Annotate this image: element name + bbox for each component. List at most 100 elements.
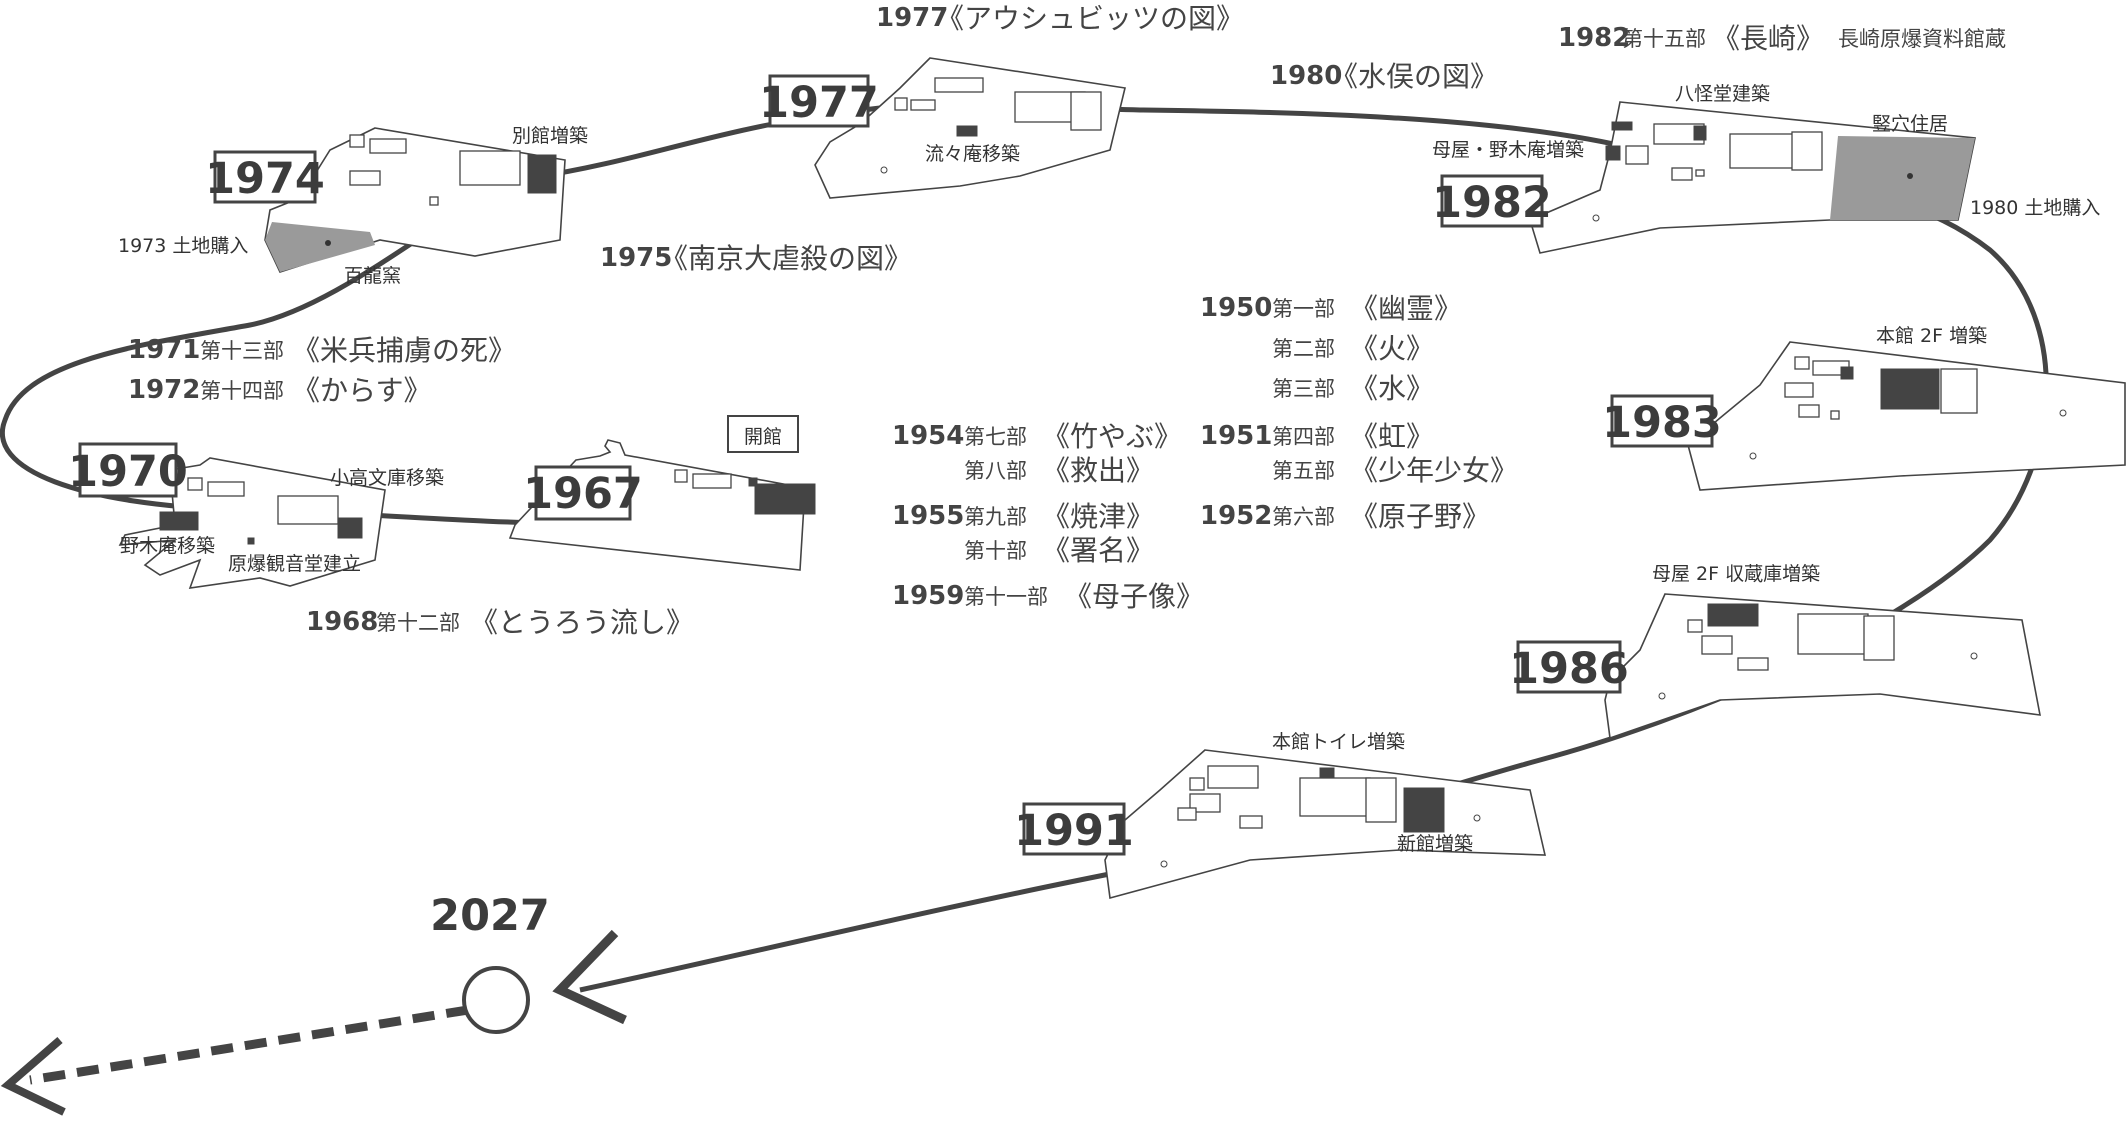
svg-text:1954: 1954 [892, 421, 964, 451]
year-label-1970: 1970 [68, 447, 188, 497]
svg-text:《火》: 《火》 [1350, 332, 1434, 365]
year-label-1983: 1983 [1602, 398, 1722, 448]
land-1973 [265, 222, 375, 272]
svg-text:《水俣の図》: 《水俣の図》 [1330, 60, 1498, 93]
note-1991-shinkan: 新館増築 [1397, 833, 1473, 855]
note-1970-kotaka: 小高文庫移築 [330, 467, 444, 489]
svg-text:1959: 1959 [892, 581, 964, 611]
work-1950: 1950 第一部 《幽霊》 第二部 《火》 第三部 《水》 [1200, 292, 1462, 405]
svg-text:第八部: 第八部 [964, 459, 1027, 483]
plot-1974 [264, 127, 566, 273]
svg-text:1982: 1982 [1558, 23, 1630, 53]
svg-text:《焼津》: 《焼津》 [1042, 500, 1154, 533]
svg-text:《竹やぶ》: 《竹やぶ》 [1042, 420, 1182, 453]
svg-text:《母子像》: 《母子像》 [1064, 580, 1204, 613]
future-year: 2027 [430, 891, 550, 941]
svg-text:第十部: 第十部 [964, 539, 1027, 563]
plot-1991 [1104, 749, 1547, 900]
svg-text:第十二部: 第十二部 [376, 611, 460, 635]
svg-text:1971: 1971 [128, 335, 200, 365]
note-1974-kiln: 百龍窯 [344, 265, 401, 287]
svg-text:《米兵捕虜の死》: 《米兵捕虜の死》 [292, 334, 516, 367]
plot-1983 [1687, 341, 2126, 491]
year-box-1974 [213, 150, 317, 204]
work-1952: 1952 第六部 《原子野》 [1200, 500, 1490, 533]
svg-text:《長崎》: 《長崎》 [1712, 22, 1824, 55]
svg-text:《虹》: 《虹》 [1350, 420, 1434, 453]
svg-text:《水》: 《水》 [1350, 372, 1434, 405]
plot-1982 [1529, 101, 1976, 254]
svg-text:《救出》: 《救出》 [1042, 454, 1154, 487]
work-1971: 1971 第十三部 《米兵捕虜の死》 [128, 334, 516, 367]
work-1951: 1951 第四部 《虹》 第五部 《少年少女》 [1200, 420, 1518, 487]
work-1975: 1975 《南京大虐殺の図》 [600, 242, 912, 275]
note-1982-omoya: 母屋・野木庵増築 [1432, 139, 1584, 161]
arrow-head-left-icon [0, 1036, 66, 1116]
svg-text:第十五部: 第十五部 [1622, 27, 1706, 51]
note-1974-land: 1973 土地購入 [118, 235, 248, 257]
work-1968: 1968 第十二部 《とうろう流し》 [306, 606, 694, 639]
year-box-1967 [534, 465, 632, 521]
note-1983-2f: 本館 2F 増築 [1876, 325, 1987, 347]
plot-1986 [1604, 593, 2041, 740]
svg-text:第十一部: 第十一部 [964, 585, 1048, 609]
svg-text:第十四部: 第十四部 [200, 379, 284, 403]
svg-text:《とうろう流し》: 《とうろう流し》 [470, 606, 694, 639]
plot-1970 [118, 457, 386, 589]
svg-text:1955: 1955 [892, 501, 964, 531]
note-1982-hakkaido: 八怪堂建築 [1675, 83, 1770, 105]
year-label-1991: 1991 [1014, 806, 1134, 856]
svg-text:1980: 1980 [1270, 61, 1342, 91]
timeline-path [0, 102, 2049, 993]
svg-text:第二部: 第二部 [1272, 337, 1335, 361]
note-1982-pitdwelling: 竪穴住居 [1872, 113, 1948, 135]
svg-text:第一部: 第一部 [1272, 297, 1335, 321]
future-dashed-arrow [29, 1005, 469, 1085]
work-1972: 1972 第十四部 《からす》 [128, 374, 431, 407]
svg-text:《からす》: 《からす》 [292, 374, 431, 407]
note-1986-storage: 母屋 2F 収蔵庫増築 [1652, 563, 1820, 585]
svg-text:第七部: 第七部 [964, 425, 1027, 449]
year-box-1977 [768, 74, 870, 128]
note-1977-ryuryuan: 流々庵移築 [925, 143, 1020, 165]
svg-text:第三部: 第三部 [1272, 377, 1335, 401]
svg-text:1952: 1952 [1200, 501, 1272, 531]
work-1980: 1980 《水俣の図》 [1270, 60, 1498, 93]
year-box-1982 [1440, 174, 1544, 228]
year-box-1986 [1516, 640, 1622, 694]
note-1970-kannon: 原爆観音堂建立 [228, 553, 361, 575]
note-1974-bekkan: 別館増築 [512, 125, 588, 147]
year-box-1970 [78, 442, 178, 498]
work-1955: 1955 第九部 《焼津》 第十部 《署名》 [892, 500, 1154, 567]
note-1970-nogian: 野木庵移築 [120, 535, 215, 557]
work-1977: 1977 《アウシュビッツの図》 [876, 2, 1244, 35]
svg-text:1951: 1951 [1200, 421, 1272, 451]
note-1982-land: 1980 土地購入 [1970, 197, 2100, 219]
svg-text:第九部: 第九部 [964, 505, 1027, 529]
future-circle [462, 966, 530, 1034]
opening-label: 開館 [744, 426, 782, 448]
svg-text:《南京大虐殺の図》: 《南京大虐殺の図》 [660, 242, 912, 275]
arrow-head-timeline-icon [552, 929, 627, 1025]
svg-text:第五部: 第五部 [1272, 459, 1335, 483]
land-1980 [1830, 136, 1975, 220]
year-label-1967: 1967 [523, 469, 643, 519]
svg-text:《署名》: 《署名》 [1042, 534, 1154, 567]
svg-text:《少年少女》: 《少年少女》 [1350, 454, 1518, 487]
year-label-1977: 1977 [759, 78, 879, 128]
year-label-1974: 1974 [205, 154, 325, 204]
svg-text:第六部: 第六部 [1272, 505, 1335, 529]
svg-text:第十三部: 第十三部 [200, 339, 284, 363]
svg-text:1977: 1977 [876, 3, 948, 33]
work-1959: 1959 第十一部 《母子像》 [892, 580, 1204, 613]
svg-text:1950: 1950 [1200, 293, 1272, 323]
svg-text:第四部: 第四部 [1272, 425, 1335, 449]
plot-1977 [814, 57, 1126, 199]
svg-text:《幽霊》: 《幽霊》 [1350, 292, 1462, 325]
svg-text:《アウシュビッツの図》: 《アウシュビッツの図》 [936, 2, 1244, 35]
svg-text:1975: 1975 [600, 243, 672, 273]
work-1954: 1954 第七部 《竹やぶ》 第八部 《救出》 [892, 420, 1182, 487]
svg-text:長崎原爆資料館蔵: 長崎原爆資料館蔵 [1838, 27, 2006, 51]
svg-text:1972: 1972 [128, 375, 200, 405]
